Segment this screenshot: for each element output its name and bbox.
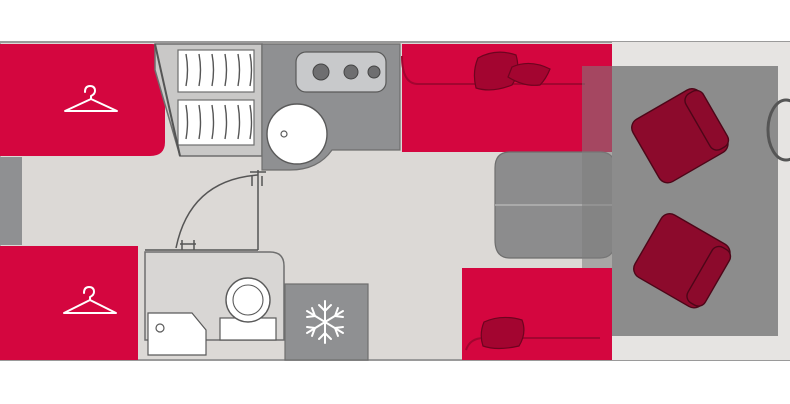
coat-hanger-icon: [63, 286, 117, 314]
burner: [367, 65, 381, 79]
round-sink-icon: [266, 103, 328, 165]
cushion: [480, 316, 525, 350]
fridge: [284, 283, 369, 361]
kitchen-counter: [261, 43, 401, 171]
snowflake-icon: [306, 300, 344, 344]
steering-wheel-icon: [766, 98, 790, 162]
toilet-icon: [225, 277, 271, 323]
sofa-top: [401, 44, 612, 152]
cushion: [507, 62, 551, 86]
burner: [312, 63, 330, 81]
bathroom: [144, 251, 285, 356]
sofa-bottom: [462, 268, 612, 360]
cab-seat-driver: [631, 88, 730, 184]
burner: [343, 64, 359, 80]
wash-basin: [147, 312, 207, 356]
gas-burner-icon: [295, 51, 387, 93]
rear-wall-panel: [0, 157, 22, 245]
shower-radiator-unit: [154, 43, 263, 157]
coat-hanger-icon: [64, 85, 118, 112]
sink-drain: [280, 130, 288, 138]
bathroom-door: [145, 170, 266, 251]
wardrobe-bottom: [0, 246, 138, 360]
cushion: [473, 51, 519, 91]
cab-seat-passenger: [633, 213, 732, 309]
wardrobe-top: [0, 44, 165, 156]
